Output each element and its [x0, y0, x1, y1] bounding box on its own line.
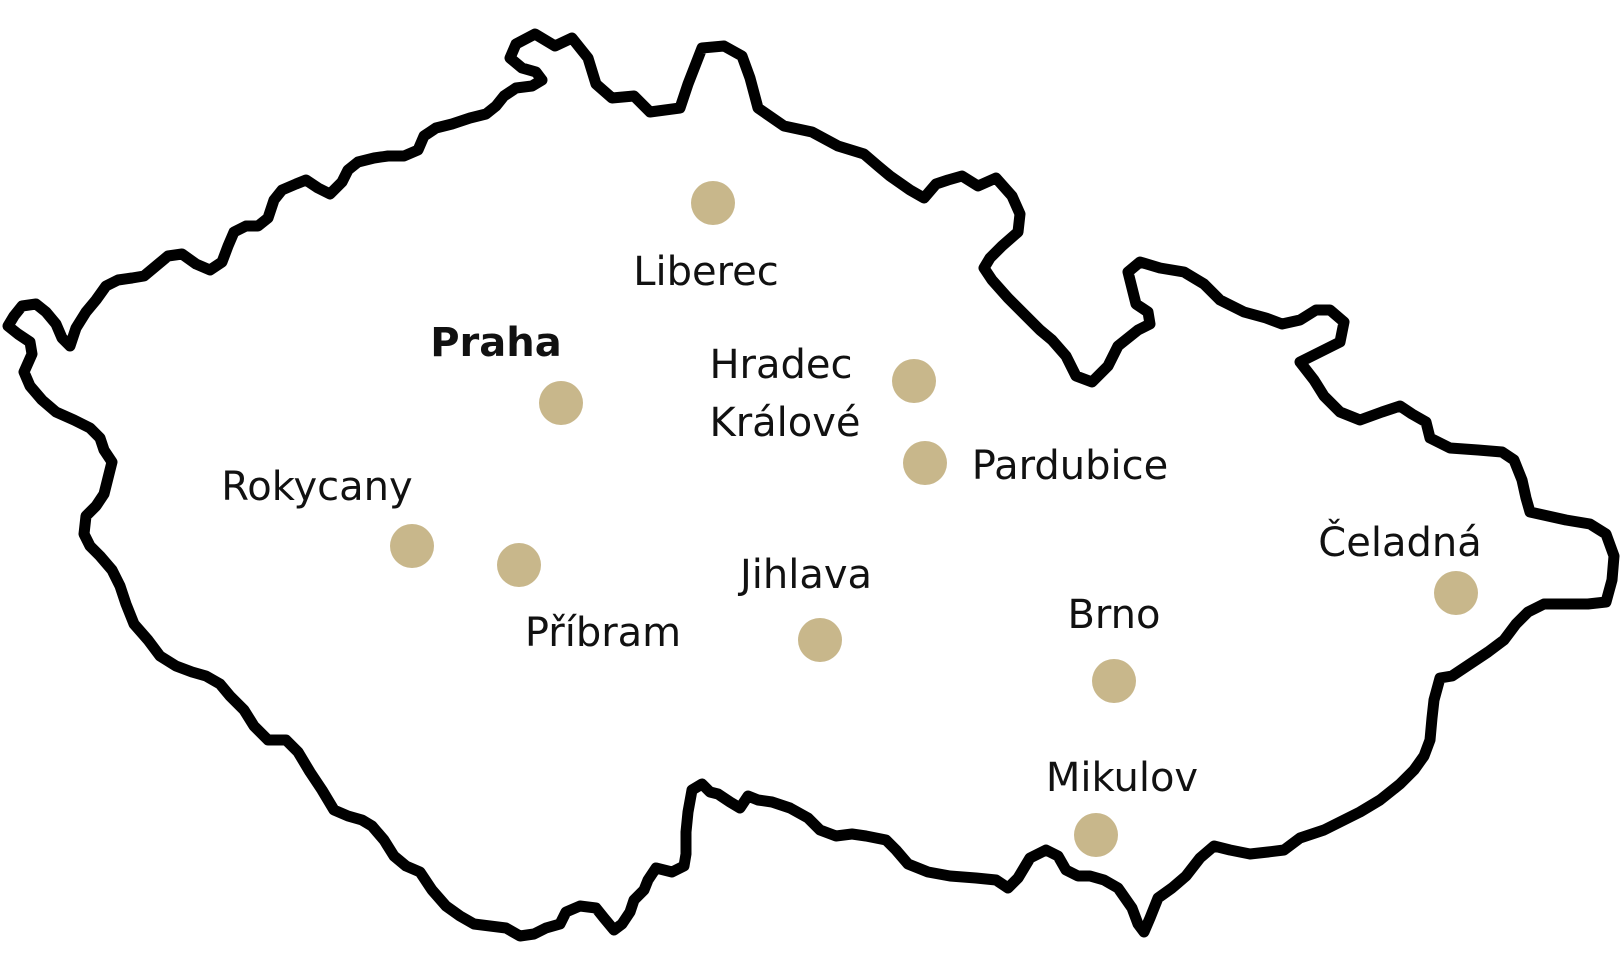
- city-dot-hradec-kralove: [892, 359, 936, 403]
- city-dot-pardubice: [903, 441, 947, 485]
- city-label-rokycany: Rokycany: [221, 464, 413, 510]
- city-label-pribram: Příbram: [524, 610, 682, 656]
- city-dot-mikulov: [1074, 813, 1118, 857]
- city-label-liberec: Liberec: [633, 249, 779, 295]
- city-dot-praha: [539, 381, 583, 425]
- city-dot-pribram: [497, 543, 541, 587]
- city-dot-rokycany: [390, 524, 434, 568]
- city-dot-liberec: [691, 181, 735, 225]
- city-label-mikulov: Mikulov: [1045, 755, 1199, 801]
- city-label-hradec-kralove: Hradec Králové: [709, 342, 861, 446]
- city-dots: [390, 181, 1478, 857]
- city-dot-celadna: [1434, 571, 1478, 615]
- city-label-celadna: Čeladná: [1318, 520, 1482, 566]
- country-border: [2, 28, 1620, 942]
- city-label-jihlava: Jihlava: [739, 552, 873, 598]
- city-label-brno: Brno: [1067, 592, 1161, 638]
- city-label-praha: Praha: [430, 320, 562, 366]
- city-label-pardubice: Pardubice: [971, 443, 1169, 489]
- city-dot-jihlava: [798, 618, 842, 662]
- city-dot-brno: [1092, 659, 1136, 703]
